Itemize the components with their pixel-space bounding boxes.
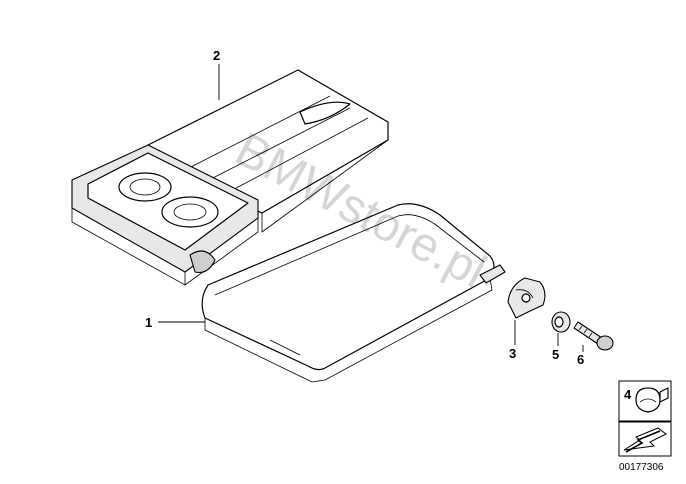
callout-label-3: 3	[509, 346, 516, 361]
callout-1: 1	[145, 315, 205, 330]
callout-label-4: 4	[624, 387, 632, 402]
legend-box-part-4[interactable]: 4	[618, 380, 672, 422]
callout-label-1: 1	[145, 315, 152, 330]
diagram-number: 00177306	[619, 462, 664, 473]
part-5-bushing[interactable]	[551, 311, 571, 333]
callout-5: 5	[552, 333, 559, 362]
part-3-hinge-bracket[interactable]	[507, 277, 546, 319]
clip-icon	[635, 387, 669, 413]
callout-label-2: 2	[213, 48, 220, 63]
callout-2: 2	[213, 48, 220, 100]
callout-label-5: 5	[552, 347, 559, 362]
callout-3: 3	[509, 320, 516, 361]
legend-box-arrow	[618, 421, 672, 457]
part-6-bolt[interactable]	[573, 321, 614, 351]
part-2-cup-holder-tray[interactable]	[71, 69, 389, 286]
callout-label-6: 6	[577, 352, 584, 367]
part-1-armrest-cushion[interactable]	[201, 203, 506, 383]
arrow-icon	[623, 427, 667, 453]
callout-6: 6	[577, 345, 584, 367]
